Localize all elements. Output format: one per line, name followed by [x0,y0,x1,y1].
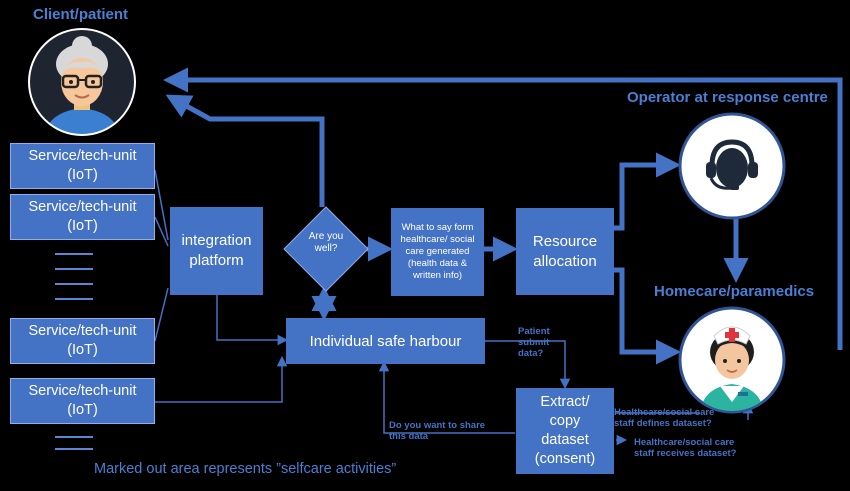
safe-harbour-box: Individual safe harbour [286,318,485,364]
integration-platform-box: integration platform [170,207,263,295]
extract-dataset-box: Extract/ copy dataset (consent) [516,388,614,474]
nurse-avatar-icon [678,306,786,414]
ellipsis-dash [55,268,93,270]
service-unit-4: Service/tech-unit (IoT) [10,378,155,424]
elderly-woman-avatar-icon [28,28,136,136]
ellipsis-dash [55,253,93,255]
edge-unit3-to-platform [154,287,169,342]
service-unit-3: Service/tech-unit (IoT) [10,318,155,364]
edge-platform-to-harbour [216,295,289,346]
ellipsis-dash [55,283,93,285]
edge-decision-to-client [165,94,325,207]
edge-harbour-to-extract [485,340,571,390]
edge-unit4-to-platform [155,355,288,403]
ellipsis-dash [55,448,93,450]
share-data-label: Do you want to share this data [389,420,486,442]
what-to-say-form-box: What to say form healthcare/ social care… [391,208,484,296]
ellipsis-dash [55,436,93,438]
resource-allocation-box: Resource allocation [516,208,614,295]
footnote: Marked out area represents ”selfcare act… [94,461,397,477]
headset-operator-icon [678,112,786,220]
patient-submit-label: Patient submit data? [518,326,550,359]
edge-extract-to-harbour [378,360,515,434]
operator-title: Operator at response centre [627,89,828,106]
decision-label: Are you well? [308,231,344,254]
edge-unit1-to-platform [154,169,169,241]
edge-unit2-to-platform [154,216,169,247]
ellipsis-dash [55,298,93,300]
edge-resource-to-operator [614,152,681,231]
edge-resource-to-homecare [614,267,681,365]
staff-receives-label: Healthcare/social care staff receives da… [634,437,737,459]
staff-defines-label: Healthcare/social care staff defines dat… [614,407,715,429]
service-unit-1: Service/tech-unit (IoT) [10,143,155,189]
homecare-title: Homecare/paramedics [654,283,815,300]
service-unit-2: Service/tech-unit (IoT) [10,194,155,240]
client-title: Client/patient [33,6,129,23]
edge-operator-to-client [163,67,843,350]
decision-diamond [283,206,369,292]
